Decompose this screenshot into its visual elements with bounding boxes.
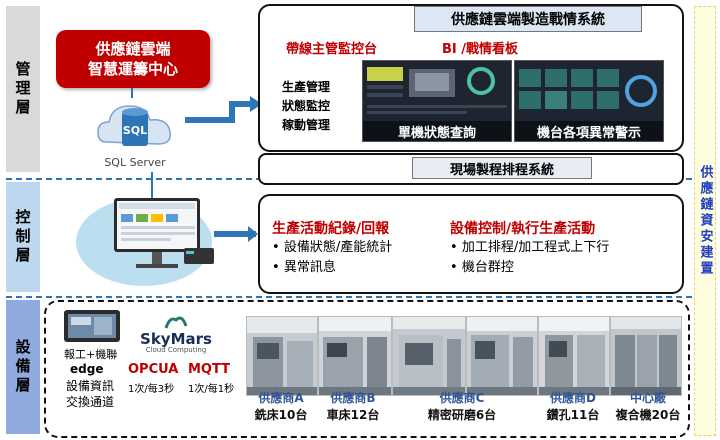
list-item: • 異常訊息 bbox=[272, 260, 336, 275]
factory-machine-image bbox=[539, 317, 609, 395]
list-item: • 加工排程/加工程式上下行 bbox=[450, 240, 610, 255]
device-layer-label: 設備層 bbox=[6, 300, 40, 434]
list-item: • 機台群控 bbox=[450, 260, 514, 275]
machine-status-screenshot: 單機狀態查詢 bbox=[362, 60, 512, 142]
central-factory-label: 中心廠複合機20台 bbox=[615, 391, 681, 422]
tablet-terminal-icon bbox=[64, 310, 120, 342]
protocol-opcua: OPCUA bbox=[128, 362, 179, 377]
edge-label: edge bbox=[70, 362, 104, 376]
factory-machine-image bbox=[247, 317, 317, 395]
factory-machine-image bbox=[393, 317, 465, 395]
skymars-logo: SkyMars Cloud Computing bbox=[128, 314, 224, 354]
cloud-center-line2: 智慧運籌中心 bbox=[87, 60, 178, 78]
vendor-c-photo-1 bbox=[392, 316, 466, 396]
central-factory-photo bbox=[610, 316, 682, 396]
cloud-center-line1: 供應鏈雲端 bbox=[95, 40, 171, 58]
equipment-control-heading: 設備控制/執行生產活動 bbox=[450, 221, 596, 237]
management-items: 生產管理 狀態監控 稼動管理 bbox=[282, 78, 330, 135]
edge-desc-line1: 設備資訊 bbox=[65, 379, 114, 393]
bi-dashboard-heading: BI /戰情看板 bbox=[442, 42, 519, 57]
management-layer-label: 管理層 bbox=[6, 6, 40, 172]
factory-machine-image bbox=[611, 317, 681, 395]
vendor-b-photo bbox=[318, 316, 392, 396]
brand-subtitle: Cloud Computing bbox=[145, 346, 207, 354]
list-item: • 設備狀態/產能統計 bbox=[272, 240, 393, 255]
scheduling-system-title: 現場製程排程系統 bbox=[412, 157, 592, 179]
list-item: 稼動管理 bbox=[282, 118, 331, 132]
control-computer-illustration bbox=[76, 198, 214, 286]
equipment-control-list: • 加工排程/加工程式上下行 • 機台群控 bbox=[450, 238, 609, 278]
sql-server-label: SQL Server bbox=[104, 156, 166, 169]
cloud-operations-center-box: 供應鏈雲端 智慧運籌中心 bbox=[56, 30, 210, 88]
production-record-list: • 設備狀態/產能統計 • 異常訊息 bbox=[272, 238, 392, 278]
production-record-heading: 生產活動紀錄/回報 bbox=[272, 221, 390, 237]
sql-server-node: SQL SQL Server bbox=[92, 98, 178, 172]
control-panel bbox=[258, 194, 684, 294]
vendor-c-photo-2 bbox=[466, 316, 538, 396]
brand-name: SkyMars bbox=[140, 330, 212, 348]
sql-server-icon: SQL bbox=[97, 105, 171, 146]
list-item: 狀態監控 bbox=[282, 99, 331, 113]
vendor-d-photo bbox=[538, 316, 610, 396]
dashboard-thumbnail bbox=[519, 69, 657, 109]
edge-desc-line2: 交換通道 bbox=[65, 395, 114, 409]
layer-divider-bottom bbox=[6, 296, 692, 298]
edge-description: 設備資訊 交換通道 bbox=[58, 378, 122, 410]
factory-machine-image bbox=[467, 317, 537, 395]
protocol-mqtt: MQTT bbox=[188, 362, 231, 377]
control-layer-label: 控制層 bbox=[6, 182, 40, 292]
supervisor-console-heading: 帶線主管監控台 bbox=[286, 42, 378, 57]
protocol-mqtt-rate: 1次/每1秒 bbox=[188, 384, 235, 395]
system-title: 供應鏈雲端製造戰情系統 bbox=[414, 6, 642, 32]
svg-text:SQL: SQL bbox=[123, 124, 147, 137]
protocol-opcua-rate: 1次/每3秒 bbox=[128, 384, 175, 395]
anomaly-alert-screenshot: 機台各項異常警示 bbox=[514, 60, 664, 142]
vendor-a-photo bbox=[246, 316, 318, 396]
supply-chain-security-banner: 供應鏈資安建置 bbox=[694, 6, 716, 436]
list-item: 生產管理 bbox=[282, 80, 331, 94]
report-machine-label: 報工+機聯 bbox=[64, 348, 118, 361]
anomaly-alert-caption: 機台各項異常警示 bbox=[515, 121, 663, 141]
skymars-icon bbox=[164, 316, 188, 329]
factory-machine-image bbox=[319, 317, 391, 395]
single-machine-status-caption: 單機狀態查詢 bbox=[363, 121, 511, 141]
dashboard-thumbnail bbox=[367, 67, 507, 114]
